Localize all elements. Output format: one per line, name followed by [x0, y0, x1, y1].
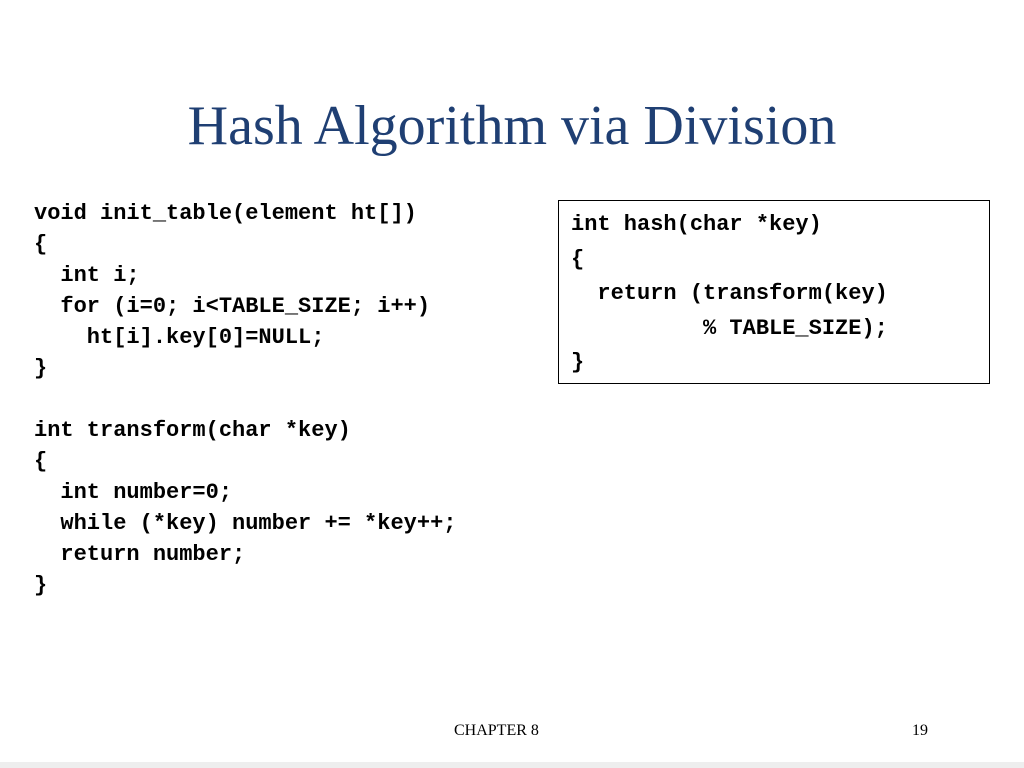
- code-line: }: [571, 350, 585, 375]
- code-line: }: [34, 356, 48, 381]
- code-block-hash: int hash(char *key) { return (transform(k…: [571, 208, 888, 381]
- footer-page-number: 19: [912, 722, 928, 739]
- code-line: {: [571, 246, 585, 272]
- code-block-left: void init_table(element ht[]) { int i; fo…: [34, 198, 456, 601]
- hash-function-box: int hash(char *key) { return (transform(k…: [558, 200, 990, 384]
- bottom-band: [0, 762, 1024, 768]
- code-line: while (*key) number += *key++;: [34, 511, 457, 536]
- code-line: {: [34, 232, 48, 257]
- code-line: void init_table(element ht[]): [34, 201, 417, 226]
- code-line: int i;: [34, 263, 140, 288]
- code-line: }: [34, 573, 48, 598]
- code-line: return number;: [34, 542, 246, 567]
- footer-chapter: CHAPTER 8: [454, 722, 539, 739]
- code-line: return (transform(key): [571, 281, 888, 306]
- code-line: for (i=0; i<TABLE_SIZE; i++): [34, 294, 431, 319]
- code-line: [34, 384, 456, 415]
- code-line: int hash(char *key): [571, 212, 822, 237]
- code-line: int number=0;: [34, 480, 233, 505]
- code-line: {: [34, 449, 48, 474]
- code-line: ht[i].key[0]=NULL;: [34, 325, 325, 350]
- slide-title: Hash Algorithm via Division: [187, 95, 837, 157]
- code-line: int transform(char *key): [34, 418, 351, 443]
- code-line: % TABLE_SIZE);: [571, 315, 888, 341]
